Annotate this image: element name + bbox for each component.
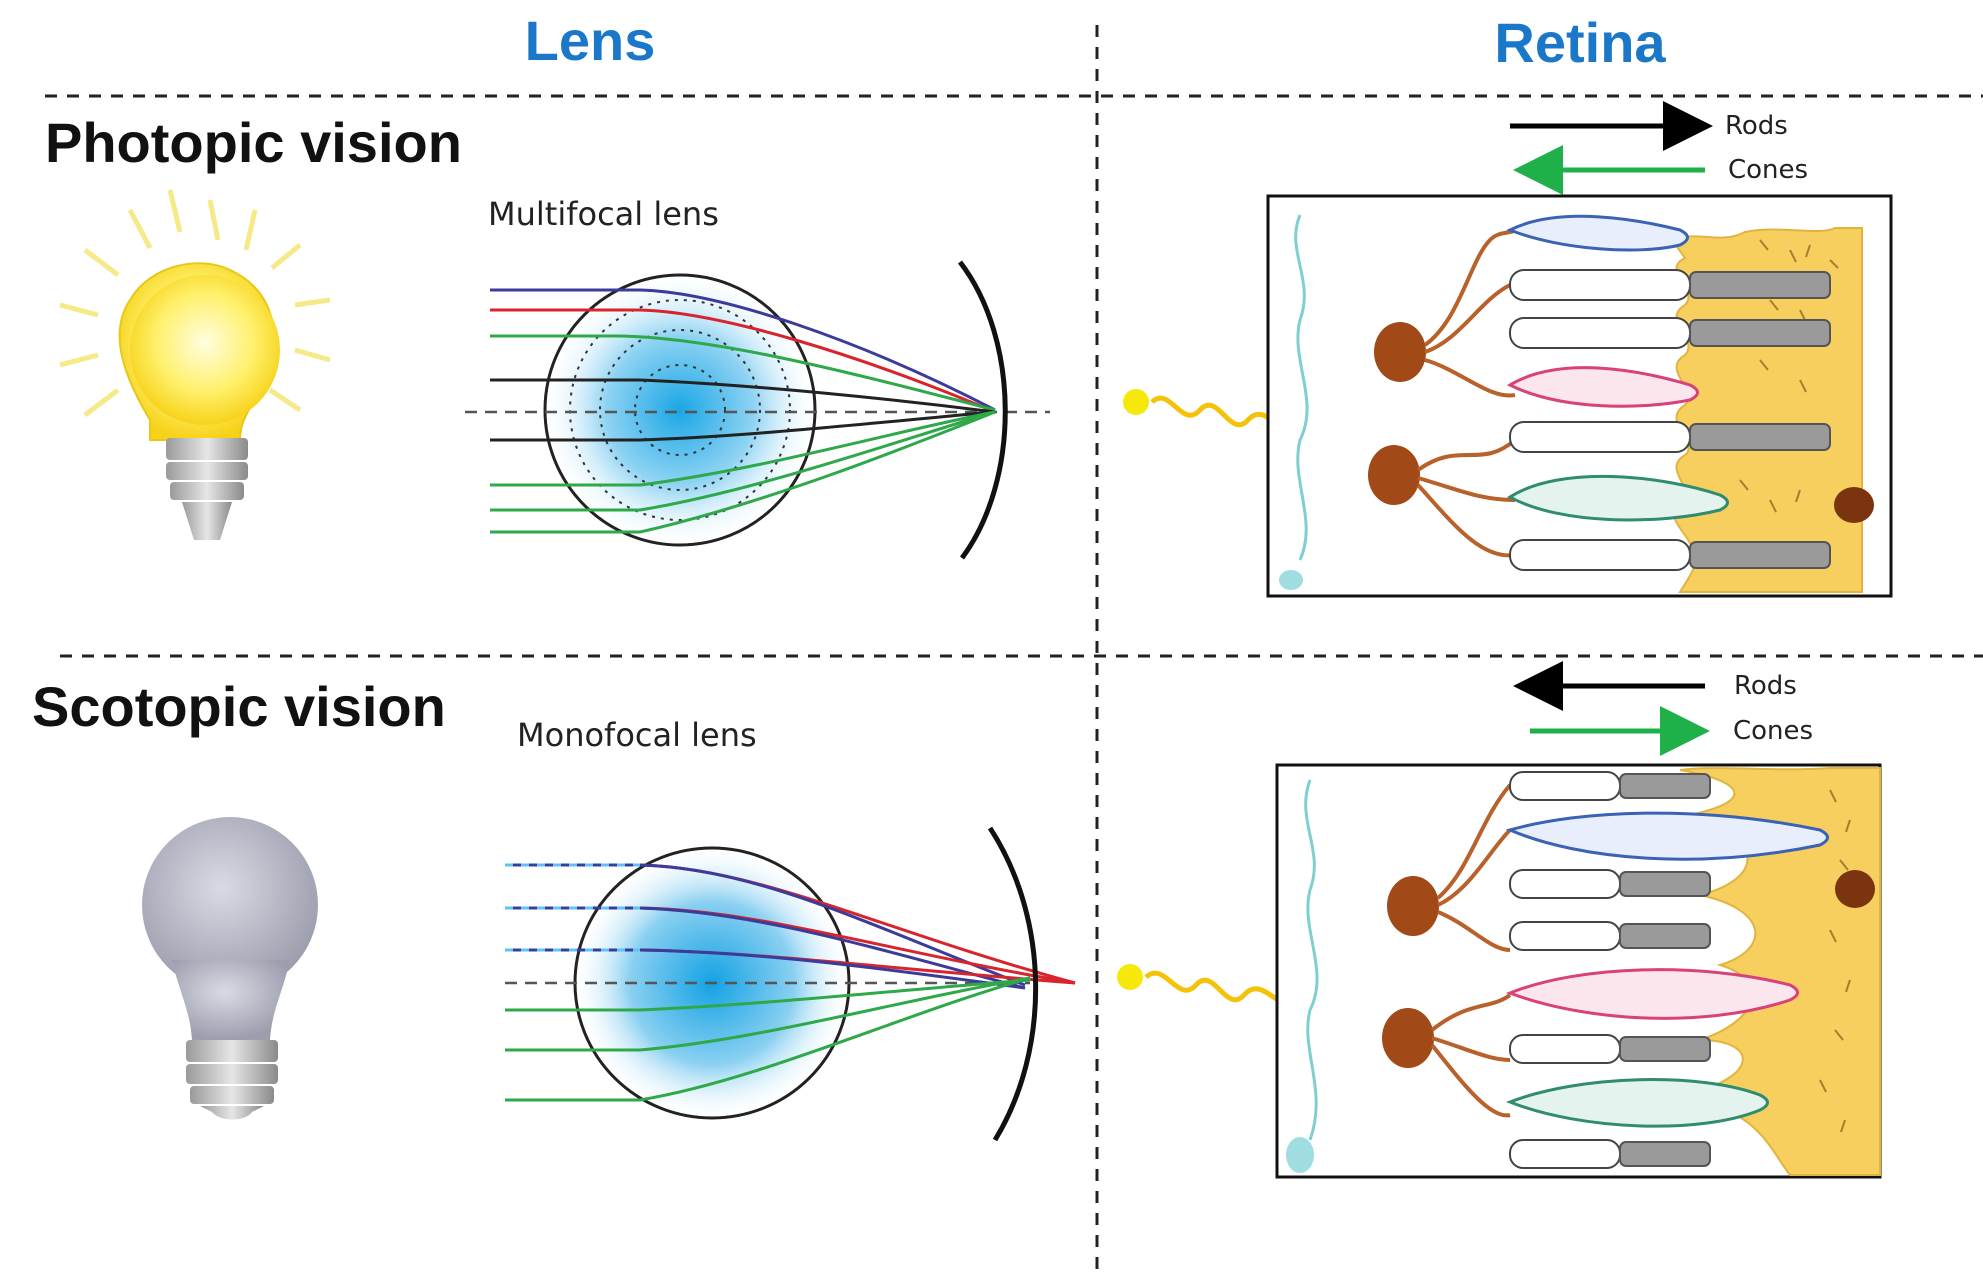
lens-label-monofocal: Monofocal lens xyxy=(517,716,757,754)
multifocal-lens-diagram xyxy=(465,260,1050,560)
legend-cones-scotopic: Cones xyxy=(1733,716,1813,746)
photon-icon xyxy=(1117,964,1322,1022)
legend-rods-scotopic: Rods xyxy=(1734,671,1797,701)
legend-rods-photopic: Rods xyxy=(1725,111,1788,141)
column-title-retina: Retina xyxy=(1494,11,1666,74)
column-title-lens: Lens xyxy=(525,9,656,72)
legend-scotopic: Rods Cones xyxy=(1513,661,1813,756)
light-bulb-off-icon xyxy=(142,817,318,1120)
row-title-photopic: Photopic vision xyxy=(45,111,462,174)
legend-cones-photopic: Cones xyxy=(1728,155,1808,185)
grid-dividers xyxy=(45,25,1983,1276)
legend-photopic: Rods Cones xyxy=(1510,101,1808,195)
lens-label-multifocal: Multifocal lens xyxy=(488,195,719,233)
retina-diagram-scotopic xyxy=(1275,763,1882,1179)
retina-diagram-photopic xyxy=(1266,194,1893,598)
light-bulb-on-icon xyxy=(59,189,331,540)
monofocal-lens-diagram xyxy=(505,826,1076,1142)
row-title-scotopic: Scotopic vision xyxy=(32,675,446,738)
